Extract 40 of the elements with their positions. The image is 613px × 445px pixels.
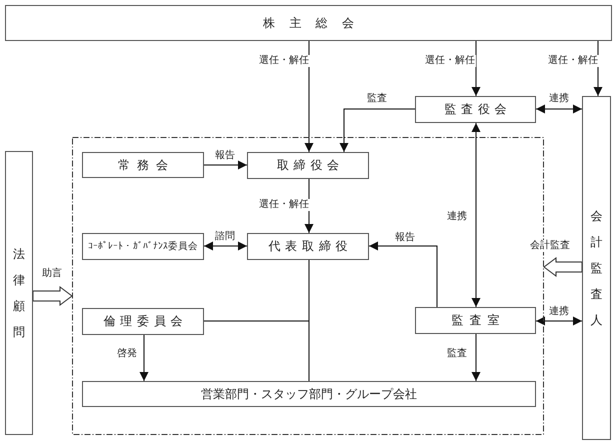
edge-label: 連携 — [446, 211, 468, 223]
edge-label: 啓発 — [116, 348, 138, 360]
org-box: 常務会 — [82, 152, 204, 178]
arrow — [368, 242, 438, 308]
org-box: 監査室 — [415, 307, 536, 334]
arrow — [472, 40, 480, 96]
edge-label: 選任・解任 — [424, 55, 476, 67]
arrow — [140, 334, 148, 382]
arrow — [304, 40, 314, 152]
edge-label: 監査 — [446, 348, 468, 360]
org-box: 監査役会 — [415, 96, 536, 123]
hollow-arrow — [543, 257, 582, 277]
arrow — [340, 108, 416, 152]
edge-label: 報告 — [214, 150, 236, 162]
vertical-box: 会計監査人 — [582, 96, 611, 440]
arrow — [204, 160, 248, 170]
arrow — [536, 316, 582, 326]
edge-label: 連携 — [548, 93, 570, 105]
edge-label: 連携 — [548, 306, 570, 318]
arrow — [536, 104, 582, 114]
org-box: 営業部門・スタッフ部門・グループ会社 — [82, 381, 536, 407]
arrow — [204, 242, 248, 250]
org-box: 取締役会 — [247, 152, 369, 179]
edge-label: 監査 — [366, 93, 388, 105]
edge-label: 選任・解任 — [547, 55, 599, 67]
edge-label: 選任・解任 — [258, 199, 310, 211]
arrow — [472, 122, 480, 308]
org-box: ｺｰﾎﾟﾚｰﾄ・ｶﾞﾊﾞﾅﾝｽ委員会 — [82, 233, 204, 260]
edge-label: 助言 — [41, 268, 63, 280]
org-box: 代表取締役 — [247, 233, 369, 260]
arrow — [472, 334, 480, 382]
edge-label: 報告 — [394, 232, 416, 244]
edge-label: 諮問 — [214, 231, 236, 243]
connector-line — [204, 260, 310, 322]
hollow-arrow — [32, 286, 73, 306]
edge-label: 選任・解任 — [258, 55, 310, 67]
edge-label: 会計監査 — [529, 240, 571, 252]
org-box: 倫理委員会 — [82, 308, 204, 335]
vertical-box: 法律顧問 — [5, 151, 33, 435]
org-box: 株主総会 — [5, 5, 612, 41]
